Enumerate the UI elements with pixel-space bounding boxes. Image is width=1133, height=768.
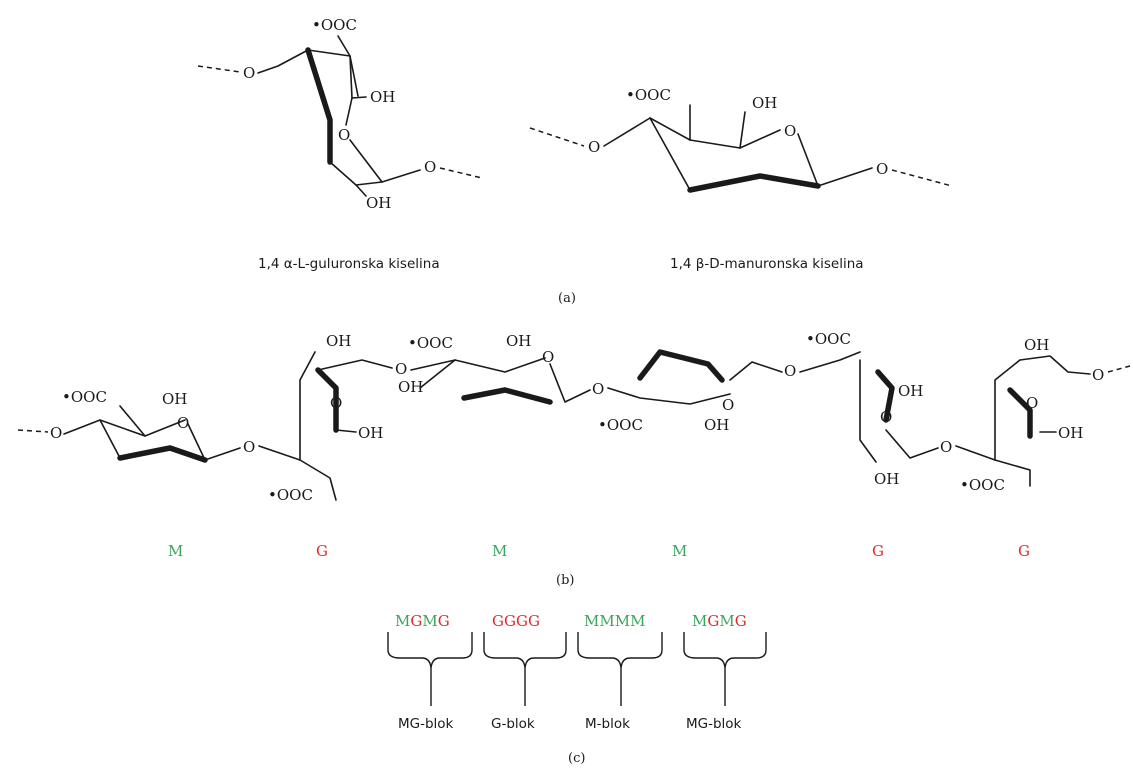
sequence-mmmm: MMMM [584,612,645,630]
ring-oxygen: O [177,414,189,432]
hydroxyl-label: OH [358,424,383,442]
brace [683,632,767,706]
unit-letter: M [672,542,687,560]
panel-b-tag: (b) [556,573,574,588]
glycosidic-oxygen: O [592,380,604,398]
brace-group [387,632,767,706]
unit-letter: G [1018,542,1030,560]
guluronic-acid-structure: O •OOC OH O O OH [197,16,483,212]
hydroxyl-label: OH [162,390,187,408]
mannuronic-acid-structure: O •OOC OH O O [529,86,953,193]
brace [387,632,473,706]
hydroxyl-label: OH [398,378,423,396]
unit-letter: M [168,542,183,560]
hydroxyl-label: OH [898,382,923,400]
carboxylate-label: •OOC [598,416,643,434]
glycosidic-oxygen-left: O [243,64,255,82]
sequence-mgmg-2: MGMG [692,612,747,630]
hydroxyl-label: OH [1024,336,1049,354]
unit-letter: M [492,542,507,560]
ring-oxygen: O [880,408,892,426]
hydroxyl-c3-label: OH [366,194,391,212]
hydroxyl-label: OH [874,470,899,488]
glycosidic-oxygen: O [1092,366,1104,384]
panel-c-tag: (c) [568,751,585,766]
block-label: MG-blok [398,716,454,732]
hydroxyl-label: OH [1058,424,1083,442]
carboxylate-label: •OOC [960,476,1005,494]
sequence-gggg: GGGG [492,612,540,630]
unit-letter-row: M G M M G G [168,542,1030,560]
hydroxyl-label: OH [704,416,729,434]
carboxylate-label: •OOC [806,330,851,348]
guluronic-acid-caption: 1,4 α-L-guluronska kiselina [258,256,440,272]
hydroxyl-label: OH [326,332,351,350]
glycosidic-oxygen: O [395,360,407,378]
brace [483,632,567,706]
hydroxyl-c2-label: OH [752,94,777,112]
ring-oxygen-gul: O [338,126,350,144]
block-label: MG-blok [686,716,742,732]
alginate-chain-structure: O •OOC OH O O •OOC OH O OH O •OOC OH O O… [17,330,1131,504]
ring-oxygen-man: O [784,122,796,140]
block-sequences: MGMG GGGG MMMM MGMG [395,612,747,630]
ring-oxygen: O [542,348,554,366]
mannuronic-acid-caption: 1,4 β-D-manuronska kiselina [670,256,864,272]
carboxylate-label: •OOC [268,486,313,504]
carboxylate-label: •OOC [626,86,671,104]
ring-oxygen: O [1026,394,1038,412]
glycosidic-oxygen: O [940,438,952,456]
block-label: G-blok [491,716,535,732]
unit-letter: G [872,542,884,560]
ring-oxygen: O [722,396,734,414]
carboxylate-label: •OOC [62,388,107,406]
glycosidic-oxygen-left: O [588,138,600,156]
block-label: M-blok [585,716,630,732]
glycosidic-oxygen-right: O [876,160,888,178]
hydroxyl-label: OH [506,332,531,350]
glycosidic-oxygen-right: O [424,158,436,176]
sequence-mgmg-1: MGMG [395,612,450,630]
carboxylate-label: •OOC [408,334,453,352]
hydroxyl-c2-label: OH [370,88,395,106]
glycosidic-oxygen: O [243,438,255,456]
panel-a-tag: (a) [558,291,576,306]
carboxylate-label: •OOC [312,16,357,34]
brace [577,632,663,706]
glycosidic-oxygen: O [50,424,62,442]
ring-oxygen: O [330,394,342,412]
glycosidic-oxygen: O [784,362,796,380]
unit-letter: G [316,542,328,560]
